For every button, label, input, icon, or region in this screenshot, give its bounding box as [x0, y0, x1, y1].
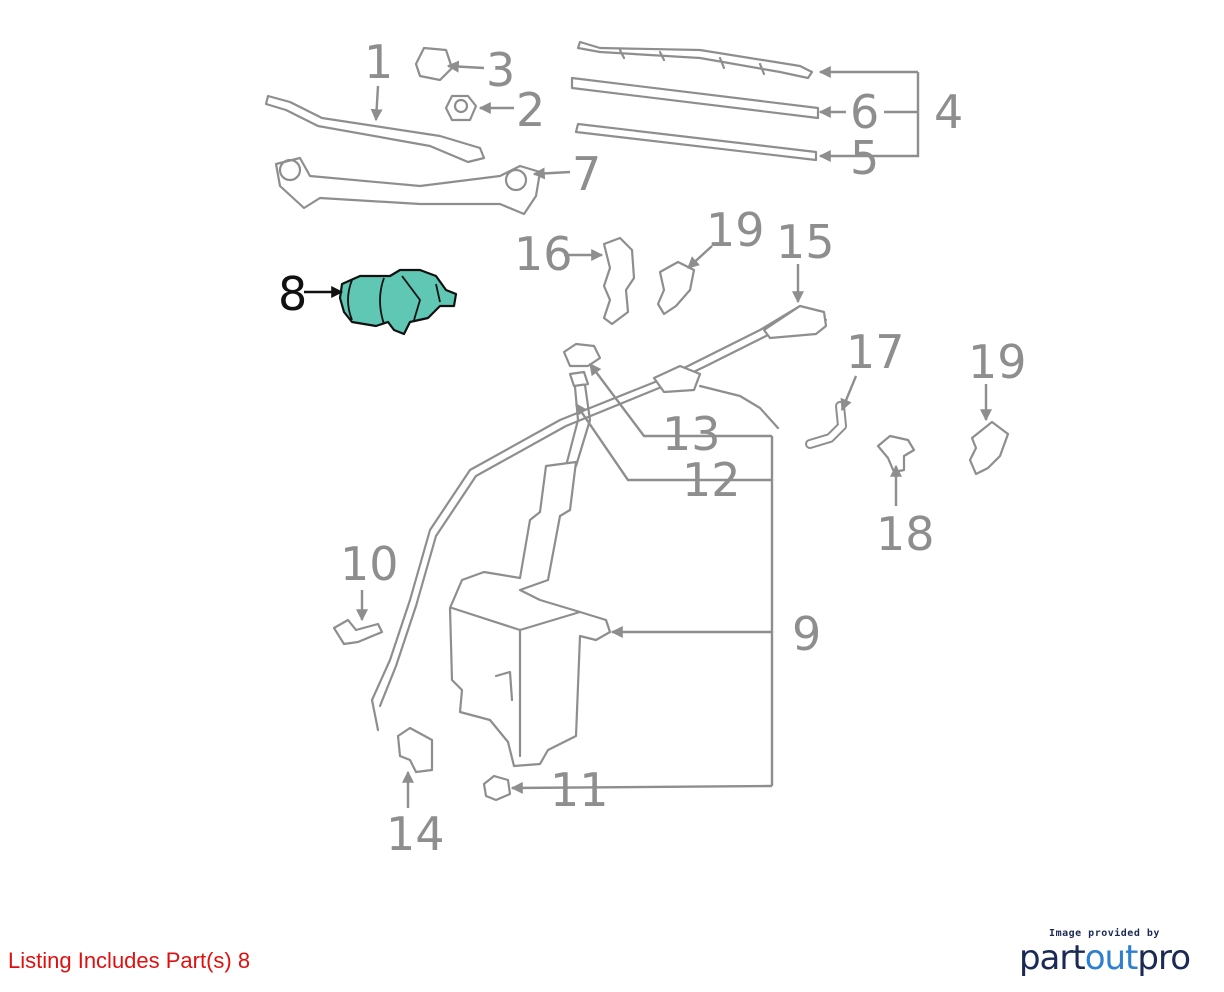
callout-7: 7 — [572, 147, 601, 201]
callout-1: 1 — [364, 35, 393, 89]
wiper-blade-assembly — [576, 40, 814, 80]
brand-part3: pro — [1137, 938, 1191, 978]
grommet-11 — [482, 774, 512, 802]
wiper-linkage — [274, 156, 542, 216]
wiper-blade-insert-5 — [574, 122, 818, 162]
wiper-arm-cap — [414, 46, 454, 82]
listing-note: Listing Includes Part(s) 8 — [8, 948, 251, 973]
callout-labels: 1 2 3 4 5 6 7 8 9 10 11 12 13 14 15 16 1… — [278, 35, 1027, 861]
grommet-18 — [876, 434, 916, 474]
callout-18: 18 — [876, 507, 935, 561]
washer-neck — [564, 370, 592, 468]
bolt-10 — [332, 618, 384, 646]
callout-12: 12 — [682, 453, 741, 507]
callout-9: 9 — [792, 607, 821, 661]
clip-19-right — [968, 420, 1010, 476]
callout-15: 15 — [776, 215, 835, 269]
callout-11: 11 — [550, 763, 609, 817]
callout-16: 16 — [514, 227, 573, 281]
wiper-blade-insert-6 — [570, 76, 820, 120]
callout-17: 17 — [846, 325, 905, 379]
washer-cap — [562, 342, 602, 368]
hose-17 — [805, 401, 847, 449]
callout-10: 10 — [340, 537, 399, 591]
image-credit: Image provided by partoutpro — [1018, 928, 1191, 978]
brand-logo: partoutpro — [1018, 938, 1191, 978]
credit-caption: Image provided by — [1049, 928, 1160, 939]
washer-hose — [370, 304, 828, 732]
wiper-arm — [264, 94, 486, 164]
callout-3: 3 — [486, 43, 515, 97]
callout-5: 5 — [850, 131, 879, 185]
wiper-arm-nut — [444, 94, 478, 122]
leader-lines — [304, 60, 992, 808]
callout-14: 14 — [386, 807, 445, 861]
wiper-motor — [338, 268, 458, 336]
callout-6: 6 — [850, 85, 879, 139]
brand-part1: part — [1018, 938, 1086, 978]
bracket-16 — [602, 236, 636, 326]
brand-part2: out — [1084, 938, 1139, 978]
washer-reservoir — [448, 460, 612, 768]
callout-19-right: 19 — [968, 335, 1027, 389]
callout-19-top: 19 — [706, 203, 765, 257]
clip-19-top — [656, 260, 696, 316]
callout-4: 4 — [934, 85, 963, 139]
bracket-14 — [396, 726, 434, 774]
callout-13: 13 — [662, 407, 721, 461]
callout-8: 8 — [278, 267, 307, 321]
callout-2: 2 — [516, 83, 545, 137]
